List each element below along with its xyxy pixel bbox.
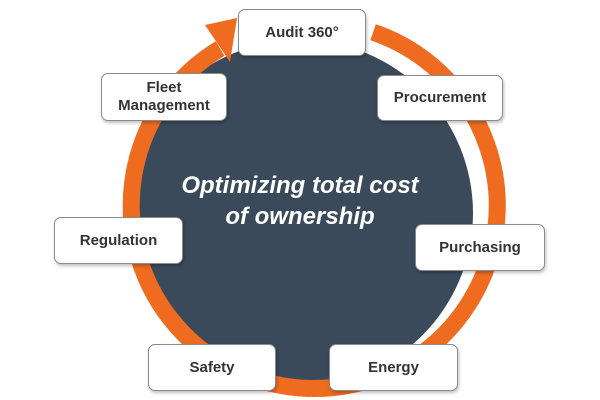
node-audit-360[interactable]: Audit 360° — [238, 9, 366, 56]
node-energy-label: Energy — [368, 358, 419, 376]
node-regulation[interactable]: Regulation — [54, 217, 183, 264]
node-fleet-management-label: Fleet Management — [118, 79, 210, 115]
node-purchasing[interactable]: Purchasing — [415, 224, 545, 271]
node-safety-label: Safety — [189, 358, 235, 376]
node-purchasing-label: Purchasing — [439, 238, 521, 256]
node-fleet-label-line-2: Management — [118, 97, 210, 114]
node-procurement-label: Procurement — [393, 89, 487, 106]
arrow-head-icon — [205, 18, 237, 62]
center-title-line-2: of ownership — [225, 203, 375, 230]
center-title-line-1: Optimizing total cost — [181, 172, 419, 199]
node-audit-360-label: Audit 360° — [265, 23, 339, 41]
node-fleet-management[interactable]: Fleet Management — [101, 73, 227, 121]
node-energy[interactable]: Energy — [329, 344, 458, 391]
node-safety[interactable]: Safety — [148, 344, 276, 391]
center-disc — [127, 40, 473, 386]
node-fleet-label-line-1: Fleet — [146, 79, 182, 96]
node-procurement[interactable]: Procurement — [377, 75, 503, 121]
node-regulation-label: Regulation — [79, 231, 158, 249]
center-title: Optimizing total cost of ownership — [160, 170, 440, 232]
